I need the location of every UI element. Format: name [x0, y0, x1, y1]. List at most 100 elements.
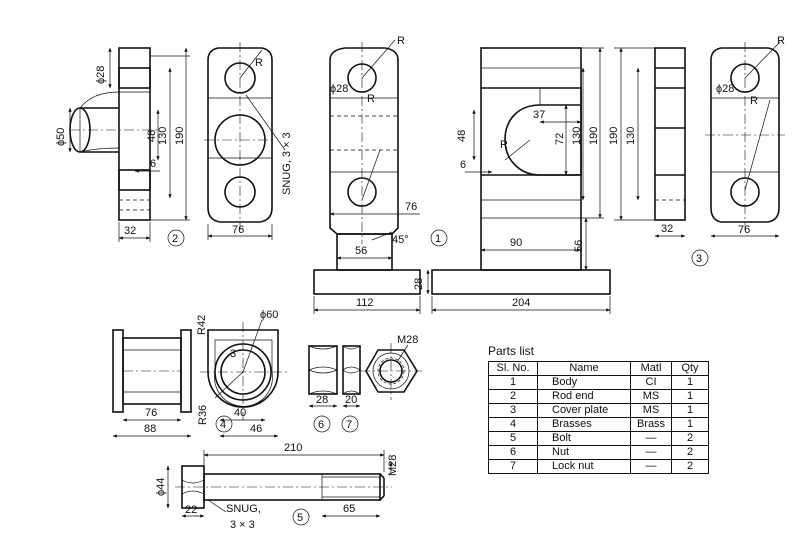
dim-text: 48	[146, 130, 158, 142]
parts-cell-sl: 4	[488, 417, 538, 432]
dim-text: 32	[124, 225, 136, 237]
dim-text: 76	[738, 224, 750, 236]
dim-text: 6	[460, 159, 466, 171]
dim-text: ϕ28	[716, 83, 734, 95]
callout-3: 3	[691, 249, 709, 267]
dim-text: R	[397, 35, 405, 47]
callout-label: 7	[346, 419, 352, 431]
parts-cell-name: Nut	[537, 445, 631, 460]
callout-label: 4	[220, 419, 226, 431]
dim-text: 130	[625, 127, 637, 145]
brasses-side-view	[112, 329, 192, 413]
dim-text: ϕ28	[95, 66, 107, 84]
dim-text: SNUG,	[226, 503, 261, 515]
callout-label: 2	[172, 233, 178, 245]
parts-cell-sl: 1	[488, 375, 538, 390]
header-name: Name	[537, 361, 631, 376]
parts-cell-sl: 2	[488, 389, 538, 404]
dim-text: 130	[571, 127, 583, 145]
dim-text: R	[777, 35, 785, 47]
dim-text: 190	[588, 127, 600, 145]
dim-text: R	[255, 57, 263, 69]
dim-text: 190	[608, 127, 620, 145]
cover-plate-front-view	[705, 41, 785, 230]
rod-end-front-view	[204, 42, 286, 230]
parts-cell-qty: 1	[671, 389, 709, 404]
dim-text: 28	[413, 278, 425, 290]
callout-2: 2	[167, 229, 185, 247]
dim-text: 3 × 3	[230, 519, 255, 531]
parts-list-title: Parts list	[488, 344, 535, 358]
dim-text: 190	[174, 127, 186, 145]
dim-text: 6	[150, 158, 156, 170]
dim-text: 72	[554, 133, 566, 145]
dim-text: 3	[230, 348, 236, 360]
dim-text: 48	[456, 130, 468, 142]
parts-cell-name: Lock nut	[537, 459, 631, 474]
dim-text: M28	[397, 334, 418, 346]
callout-label: 1	[435, 233, 441, 245]
dim-text: 210	[284, 442, 302, 454]
dim-text: 88	[144, 423, 156, 435]
dim-text: 76	[405, 201, 417, 213]
parts-cell-matl: —	[630, 459, 672, 474]
dim-text: 37	[533, 109, 545, 121]
callout-label: 6	[318, 419, 324, 431]
dim-text: 28	[316, 394, 328, 406]
parts-cell-matl: CI	[630, 375, 672, 390]
header-qty: Qty	[671, 361, 709, 376]
lock-nut-view	[342, 345, 361, 395]
callout-5: 5	[292, 508, 310, 526]
header-matl: Matl	[630, 361, 672, 376]
rod-end-dimensions: ϕ28 ϕ50 48 130 190 6 32	[55, 47, 190, 242]
dim-text: 56	[573, 240, 585, 252]
callout-6: 6	[313, 415, 331, 433]
dim-text: R	[750, 95, 758, 107]
dim-text: 22	[185, 504, 197, 516]
dim-text: ϕ28	[330, 83, 348, 95]
callout-label: 3	[696, 253, 702, 265]
parts-cell-name: Brasses	[537, 417, 631, 432]
parts-cell-matl: MS	[630, 403, 672, 418]
parts-cell-sl: 7	[488, 459, 538, 474]
body-front-view	[313, 39, 421, 295]
dim-text: R	[500, 139, 508, 151]
callout-7: 7	[341, 415, 359, 433]
dim-text: 204	[512, 297, 530, 309]
parts-cell-name: Cover plate	[537, 403, 631, 418]
parts-cell-qty: 1	[671, 417, 709, 432]
nut-view	[308, 345, 338, 395]
hex-nut-end-view	[360, 343, 422, 400]
parts-cell-sl: 6	[488, 445, 538, 460]
parts-cell-matl: MS	[630, 389, 672, 404]
callout-label: 5	[297, 512, 303, 524]
parts-cell-name: Bolt	[537, 431, 631, 446]
dim-text: ϕ44	[155, 478, 167, 496]
parts-cell-qty: 1	[671, 403, 709, 418]
dim-text: 56	[355, 245, 367, 257]
cover-plate-side-view	[654, 47, 686, 221]
parts-cell-name: Rod end	[537, 389, 631, 404]
parts-cell-qty: 1	[671, 375, 709, 390]
brasses-front-view	[200, 319, 290, 420]
dim-text: ϕ60	[260, 309, 278, 321]
dim-text: 90	[510, 237, 522, 249]
dim-text: M28	[387, 455, 399, 476]
parts-table-header-row: Sl. No. Name Matl Qty	[488, 361, 709, 376]
parts-cell-name: Body	[537, 375, 631, 390]
dim-text: R42	[196, 315, 208, 335]
callout-1: 1	[430, 229, 448, 247]
dim-text: R	[367, 93, 375, 105]
parts-cell-sl: 3	[488, 403, 538, 418]
callout-4: 4	[215, 415, 233, 433]
